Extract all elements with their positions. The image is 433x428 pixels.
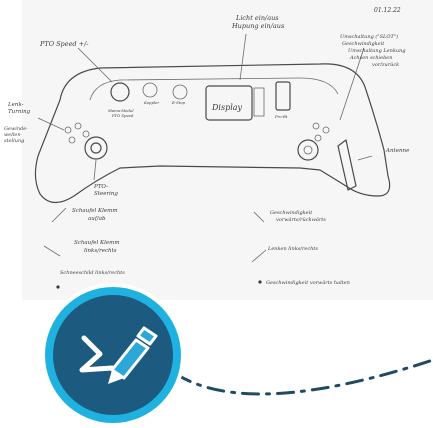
edit-badge[interactable] — [41, 283, 185, 427]
note-6: Geschwindigkeit vorwärts halten — [266, 280, 350, 286]
note-5: Lenken links/rechts — [267, 246, 318, 252]
badge-core — [53, 295, 173, 415]
label-display: Display — [211, 103, 243, 112]
bullet-right — [258, 280, 261, 283]
sketch-date: 01.12.22 — [374, 7, 401, 14]
label-antenna: Antenne — [385, 148, 410, 154]
note-3: Schneeschild links/rechts — [60, 270, 125, 276]
button-label-coupler: Koppler — [143, 100, 159, 105]
button-label-estop: E-Stop — [171, 100, 186, 105]
button-label-probt: Pro-Bt — [274, 114, 288, 119]
label-pto-speed: PTO Speed +/- — [39, 40, 88, 48]
sketch-drawing: 01.12.22 — [4, 0, 433, 300]
dash-dot-connector — [176, 360, 433, 394]
bullet-left — [56, 285, 59, 288]
